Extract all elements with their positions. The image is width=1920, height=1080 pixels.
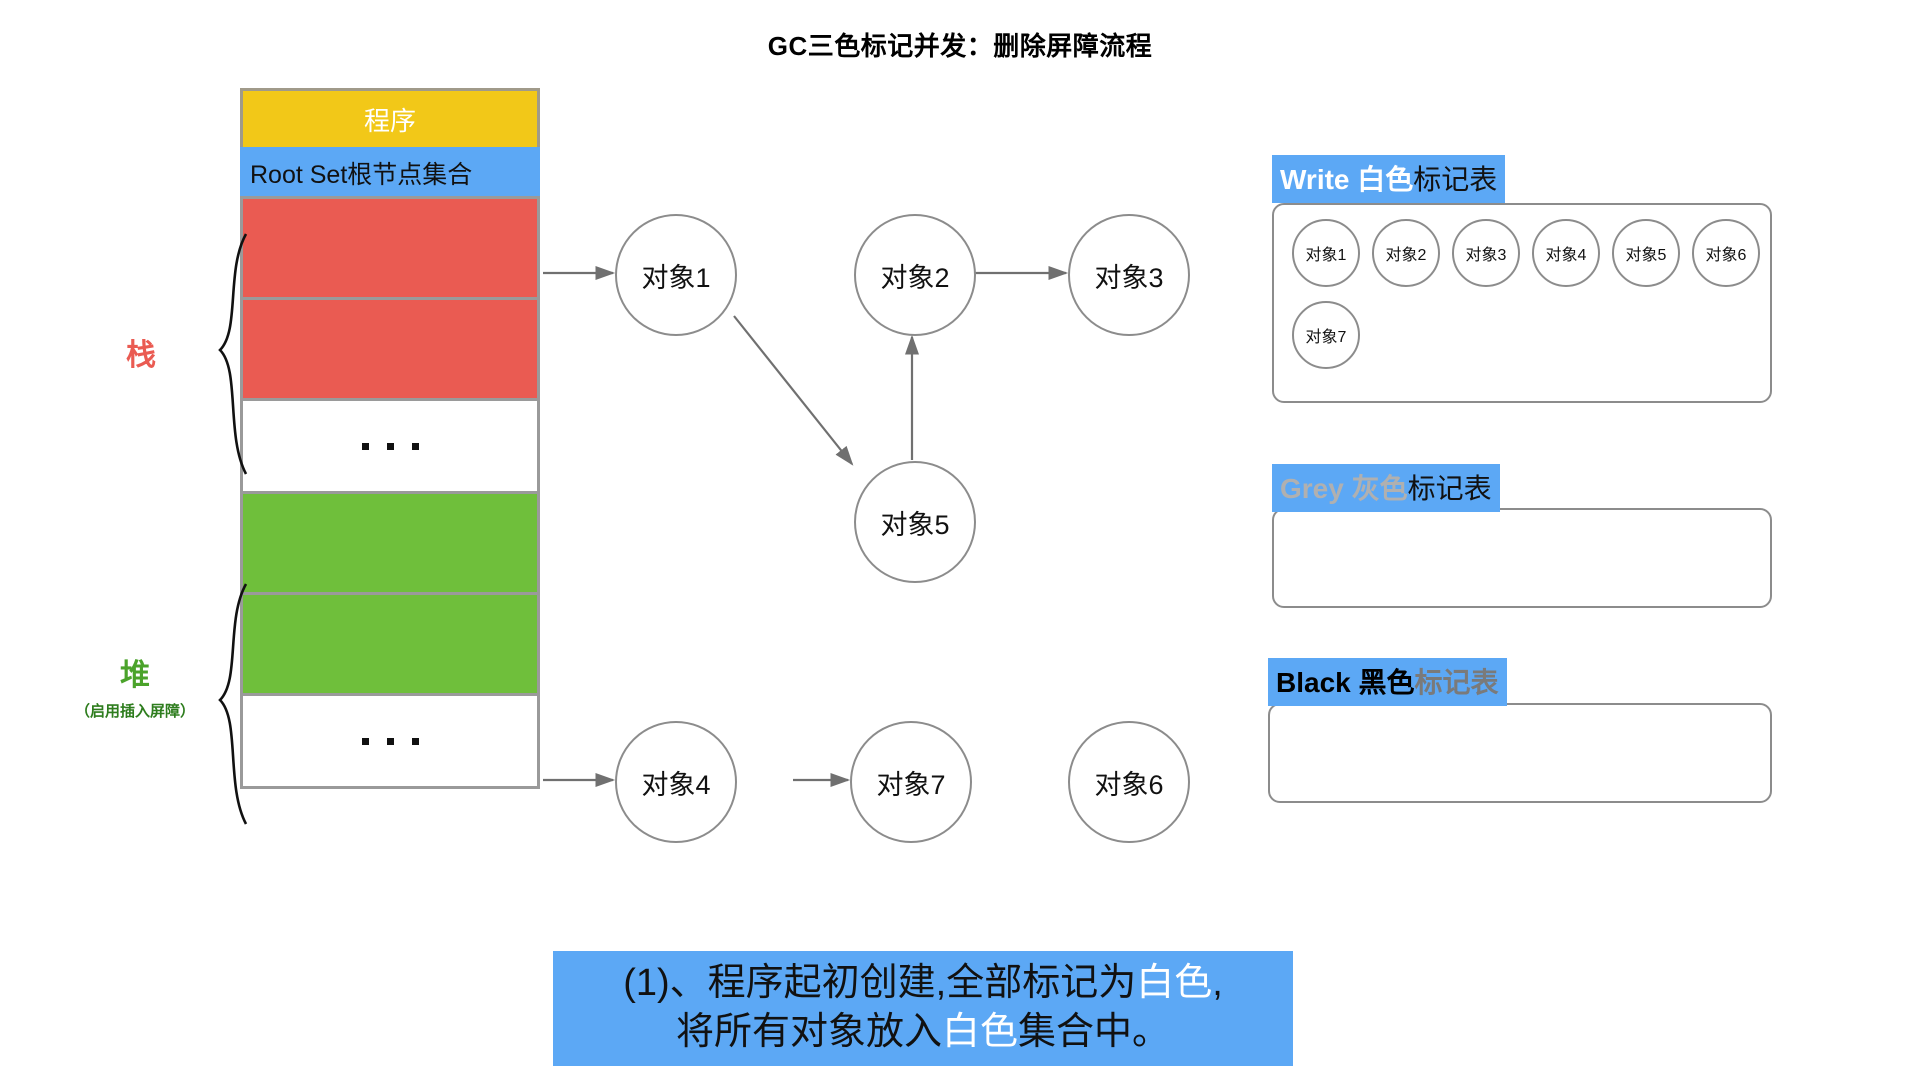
heap-ellipsis-block: [240, 693, 540, 789]
caption-line2-text: 将所有对象放入: [675, 1010, 942, 1053]
chip-label: 对象4: [1545, 247, 1587, 264]
node-label: 对象2: [880, 262, 950, 293]
caption-line1-highlight: 白色: [1136, 962, 1213, 1004]
root-set-label: Root Set根节点集合: [250, 161, 473, 189]
heap-label: 堆: [120, 659, 150, 692]
program-block: 程序: [240, 88, 540, 150]
node-label: 对象1: [641, 262, 711, 293]
caption-line2-tail: 集合中。: [1018, 1010, 1171, 1053]
white-table-header-zh-colored: 白色: [1357, 164, 1414, 195]
graph-node-object1[interactable]: 对象1: [615, 214, 737, 336]
chip-label: 对象5: [1625, 247, 1667, 264]
heap-block-1: [240, 491, 540, 595]
stack-ellipsis-block: [240, 398, 540, 494]
graph-node-object7[interactable]: 对象7: [850, 721, 972, 843]
grey-table-header-en: Grey: [1280, 473, 1344, 504]
node-label: 对象5: [880, 509, 950, 540]
white-chip[interactable]: 对象4: [1532, 219, 1600, 287]
black-table-chips: [1270, 705, 1770, 719]
black-table-header-en: Black: [1276, 667, 1351, 698]
grey-table-chips: [1274, 510, 1770, 524]
memory-column: 程序 Root Set根节点集合: [240, 88, 540, 789]
graph-node-object2[interactable]: 对象2: [854, 214, 976, 336]
grey-table-box: [1272, 508, 1772, 608]
chip-label: 对象1: [1305, 247, 1347, 264]
graph-node-object3[interactable]: 对象3: [1068, 214, 1190, 336]
white-chip[interactable]: 对象5: [1612, 219, 1680, 287]
heap-block-2: [240, 592, 540, 696]
program-label: 程序: [363, 105, 416, 136]
caption-banner: (1)、程序起初创建,全部标记为白色, 将所有对象放入白色集合中。: [553, 951, 1293, 1067]
node-label: 对象7: [876, 769, 946, 800]
grey-table-header: Grey 灰色标记表: [1272, 464, 1500, 512]
grey-table-header-zh-colored: 灰色: [1351, 473, 1408, 504]
graph-node-object4[interactable]: 对象4: [615, 721, 737, 843]
caption-line-1: (1)、程序起初创建,全部标记为白色,: [553, 959, 1293, 1008]
chip-label: 对象6: [1705, 247, 1747, 264]
black-table-header-zh-colored: 黑色: [1358, 667, 1415, 698]
graph-node-object5[interactable]: 对象5: [854, 461, 976, 583]
stack-label: 栈: [126, 339, 156, 372]
white-chip[interactable]: 对象1: [1292, 219, 1360, 287]
white-table-header-zh-plain: 标记表: [1413, 164, 1498, 195]
white-table-header: Write 白色标记表: [1272, 155, 1506, 203]
page-title: GC三色标记并发：删除屏障流程: [767, 31, 1153, 61]
caption-line1-tail: ,: [1212, 962, 1223, 1004]
node-label: 对象6: [1094, 769, 1164, 800]
caption-line1-text: (1)、程序起初创建,全部标记为: [623, 962, 1137, 1004]
chip-label: 对象3: [1465, 247, 1507, 264]
node-label: 对象3: [1094, 262, 1164, 293]
white-chip[interactable]: 对象7: [1292, 301, 1360, 369]
black-table-header-zh-plain: 标记表: [1414, 667, 1499, 698]
ellipsis-icon: [361, 442, 419, 450]
node-label: 对象4: [641, 769, 711, 800]
white-table-header-en: Write: [1280, 164, 1350, 195]
stack-block-2: [240, 297, 540, 401]
grey-table-header-zh-plain: 标记表: [1407, 473, 1492, 504]
white-table-box: 对象1 对象2 对象3 对象4 对象5 对象6 对象7: [1272, 203, 1772, 403]
white-chip[interactable]: 对象3: [1452, 219, 1520, 287]
black-table-header: Black 黑色标记表: [1268, 658, 1507, 706]
root-set-block: Root Set根节点集合: [240, 147, 540, 199]
caption-line2-highlight: 白色: [941, 1010, 1018, 1053]
chip-label: 对象7: [1305, 329, 1347, 346]
black-table-box: [1268, 703, 1772, 803]
white-table-chips: 对象1 对象2 对象3 对象4 对象5 对象6 对象7: [1274, 205, 1770, 369]
caption-line-2: 将所有对象放入白色集合中。: [553, 1008, 1293, 1057]
heap-brace-icon: [218, 583, 248, 825]
heap-sublabel: （启用插入屏障）: [74, 703, 195, 720]
white-chip[interactable]: 对象6: [1692, 219, 1760, 287]
graph-node-object6[interactable]: 对象6: [1068, 721, 1190, 843]
stack-block-1: [240, 196, 540, 300]
ellipsis-icon: [361, 737, 419, 745]
white-chip[interactable]: 对象2: [1372, 219, 1440, 287]
stack-brace-icon: [218, 233, 248, 475]
chip-label: 对象2: [1385, 247, 1427, 264]
